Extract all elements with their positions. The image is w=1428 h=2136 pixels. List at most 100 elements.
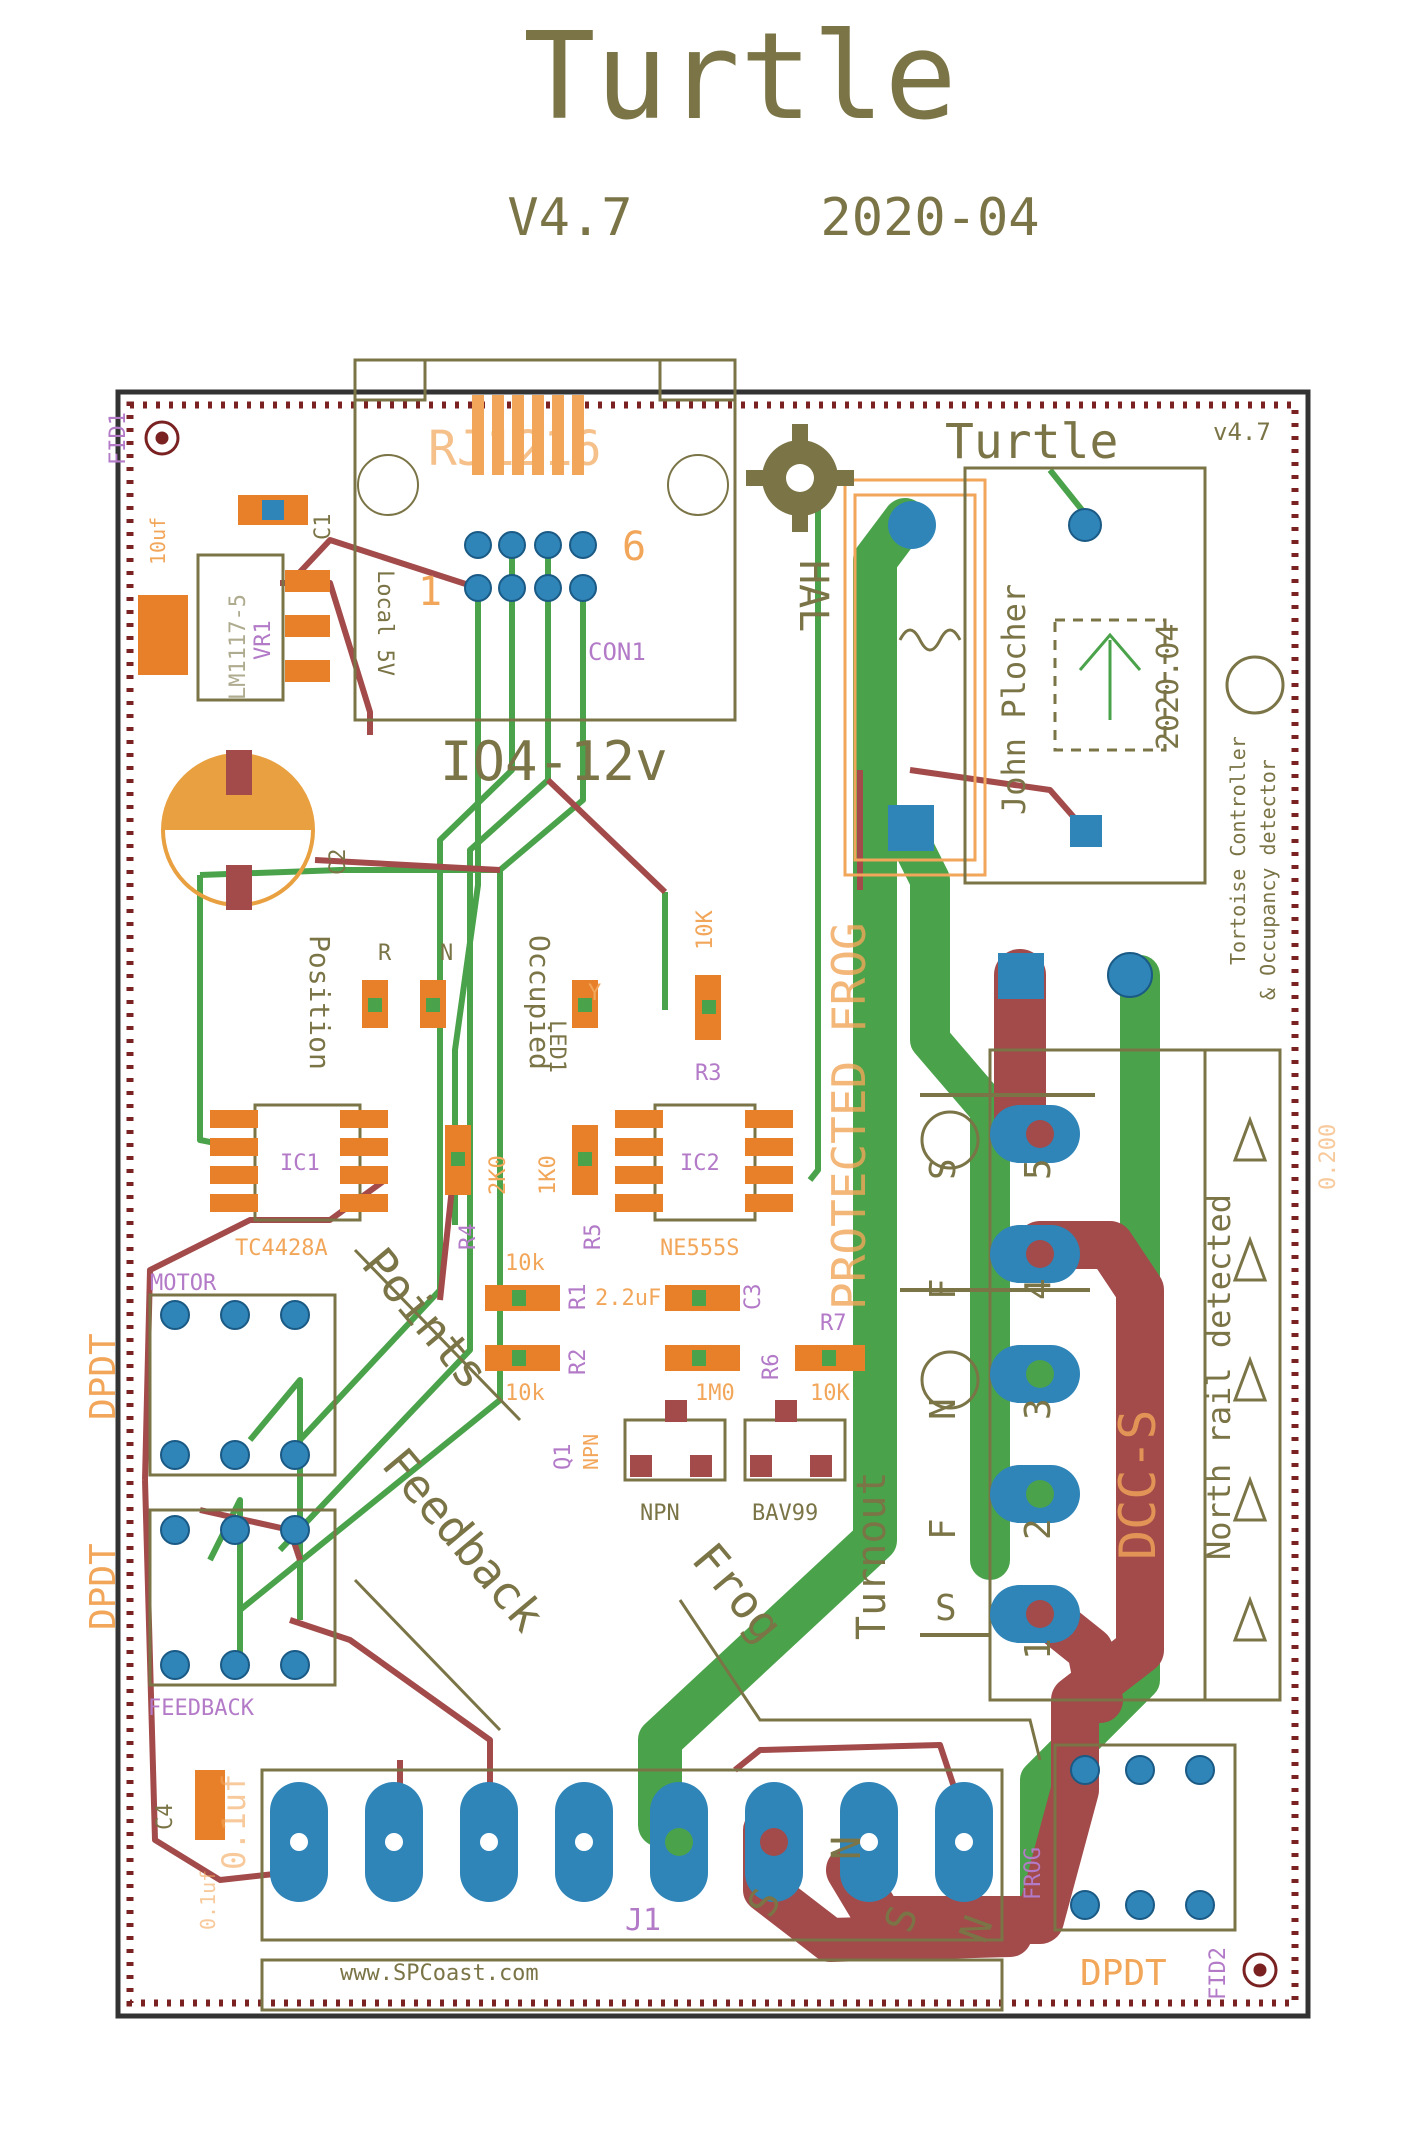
r2-label: R2 (566, 1349, 591, 1376)
oshw-gear-icon (746, 424, 854, 532)
vr1-label: VR1 (251, 620, 276, 660)
points-label: Points (352, 1237, 500, 1399)
motor-label: MOTOR (150, 1271, 217, 1296)
ic2-value-label: NE555S (660, 1236, 739, 1261)
protected-frog-label: PROTECTED FROG (822, 922, 876, 1310)
r2-value-label: 10k (505, 1381, 545, 1406)
terminal-block (900, 1048, 1282, 1702)
c2-label: C2 (326, 849, 351, 876)
r5-value-label: 1K0 (536, 1155, 561, 1195)
via-stitch-border (126, 401, 1299, 2007)
frog-relay-label: FROG (1021, 1847, 1046, 1900)
north-rail-label: North rail detected (1200, 1194, 1238, 1560)
pin1-label: 1 (418, 569, 442, 615)
d1-value-label: BAV99 (752, 1501, 818, 1526)
r6-label: R6 (759, 1354, 784, 1381)
fid2-label: FID2 (1206, 1947, 1231, 2000)
occupied-label: Occupied (523, 935, 556, 1070)
board-outline (115, 389, 1311, 2019)
rj-connector (353, 358, 737, 722)
hall-label: HAL (790, 560, 836, 632)
dcc-label: DCC-S (1109, 1409, 1167, 1560)
c4-value-label: 0.1uf (215, 1774, 253, 1870)
local5v-label: Local 5V (372, 570, 397, 676)
c3-value-label: 2.2uF (595, 1286, 661, 1311)
ic1-label: IC1 (280, 1151, 320, 1176)
npn-label: NPN (640, 1501, 680, 1526)
r5-label: R5 (581, 1224, 606, 1251)
dimension-label: 0.200 (1316, 1124, 1341, 1190)
r3-value-label: 10K (693, 910, 718, 950)
ic2-label: IC2 (680, 1151, 720, 1176)
bottom-label-n1: N (824, 1836, 870, 1860)
board-description-2: & Occupancy detector (1256, 759, 1280, 1000)
board-version: v4.7 (1213, 418, 1271, 446)
con1-label: CON1 (588, 638, 646, 666)
led-n-label: N (440, 941, 453, 966)
led-r-label: R (378, 941, 392, 966)
header-date: 2020-04 (820, 188, 1039, 248)
terminal-label-4: 4 (1018, 1278, 1059, 1300)
vr1-value-label: LM1117-5 (226, 594, 251, 700)
signal-traces (142, 468, 1093, 1883)
power-traces (638, 498, 1164, 1962)
r1-label: R1 (566, 1284, 591, 1311)
caps-value-label: 0.1uf (196, 1870, 220, 1930)
r4-label: R4 (456, 1224, 481, 1251)
terminal-label-5: 5 (1018, 1158, 1059, 1180)
c1-value-label: 10uf (146, 517, 170, 565)
terminal-label-1: 1 (1018, 1638, 1059, 1660)
through-hole-pads (160, 508, 1215, 1920)
r1-value-label: 10k (505, 1251, 545, 1276)
feedback-label: Feedback (372, 1437, 556, 1641)
r4-value-label: 2K0 (486, 1155, 511, 1195)
board-date: 2020.04 (1151, 624, 1186, 750)
header-version: V4.7 (507, 188, 632, 248)
power-label: IO4-12v (440, 730, 668, 793)
rj-label: RJ1216 (428, 421, 601, 477)
board-title: Turtle (945, 414, 1118, 470)
q1-label: Q1 (551, 1444, 576, 1471)
hall-sensor (843, 466, 1207, 885)
terminal-side-s-top: S (923, 1158, 964, 1180)
silkscreen-lines (353, 1248, 1042, 1761)
led-label: LED1 (544, 1020, 569, 1073)
terminal-label-2: 2 (1018, 1518, 1059, 1540)
hall-pads (888, 501, 1102, 999)
dpdt-label-motor: DPDT (83, 1333, 124, 1420)
board-description-1: Tortoise Controller (1226, 736, 1250, 965)
feedback-block-label: FEEDBACK (148, 1696, 255, 1721)
j1-connector (260, 1768, 1004, 2012)
c1-label: C1 (311, 514, 336, 541)
c4-label: C4 (153, 1804, 178, 1831)
website-label: www.SPCoast.com (340, 1961, 539, 1986)
terminal-side-f-top: F (923, 1278, 964, 1300)
turnout-label: Turnout (849, 1471, 895, 1640)
fiducial-marks (144, 420, 1278, 1988)
smd-components (138, 495, 865, 1840)
led-y-label: Y (588, 981, 601, 1006)
header-title: Turtle (523, 8, 956, 147)
n-circle-icons (920, 655, 1285, 1410)
j1-label: J1 (625, 1903, 661, 1938)
ic1-value-label: TC4428A (235, 1236, 328, 1261)
dpdt-label-frog: DPDT (1080, 1953, 1167, 1994)
r7-value-label: 10K (810, 1381, 850, 1406)
terminal-side-s-bottom: S (935, 1588, 957, 1629)
r3-label: R3 (695, 1061, 722, 1086)
position-label: Position (303, 935, 336, 1070)
terminal-label-3: 3 (1018, 1398, 1059, 1420)
pin6-label: 6 (622, 524, 646, 570)
terminal-side-f-bottom: F (923, 1518, 964, 1540)
terminal-side-n: N (923, 1398, 964, 1420)
frog-relay (1053, 1743, 1237, 1932)
q1-value-label: NPN (579, 1434, 603, 1470)
dpdt-blocks (148, 1293, 337, 1687)
c3-label: C3 (741, 1284, 766, 1311)
r6-value-label: 1M0 (695, 1381, 735, 1406)
board-author: John Plocher (995, 584, 1033, 815)
r7-label: R7 (820, 1311, 847, 1336)
dpdt-label-feedback: DPDT (83, 1543, 124, 1630)
fid1-label: FID1 (106, 412, 131, 465)
